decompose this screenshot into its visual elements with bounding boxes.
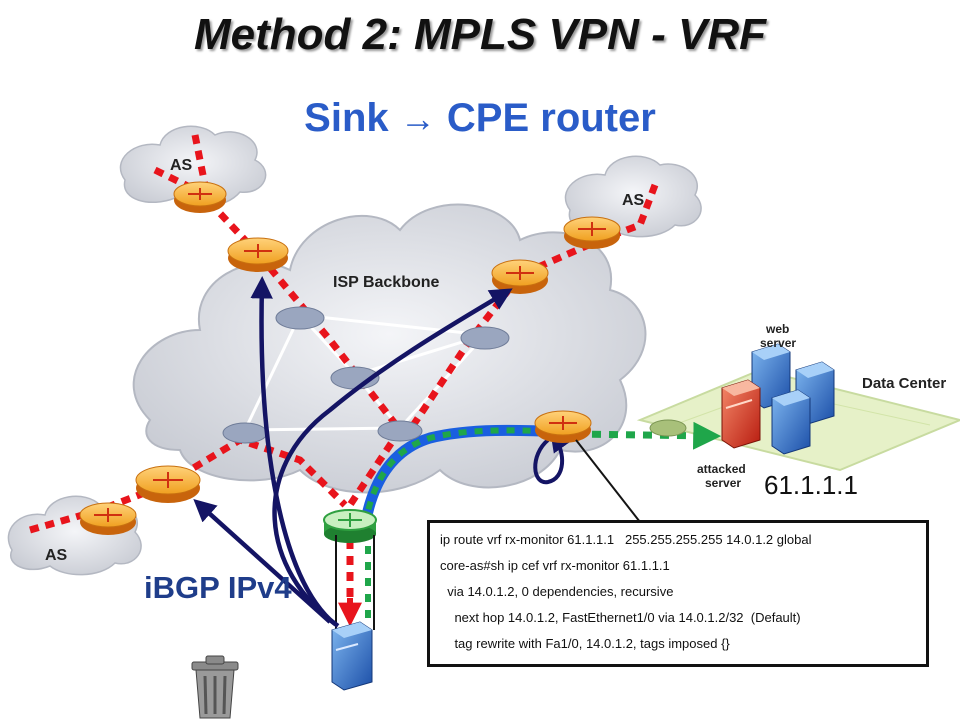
as-label-bottom-left: AS xyxy=(45,547,68,564)
green-to-server-path xyxy=(574,421,722,450)
page-title: Method 2: MPLS VPN - VRF xyxy=(194,10,766,59)
ibgp-arrows xyxy=(193,276,513,628)
callout-pointer-line xyxy=(575,439,641,523)
router-icon xyxy=(79,502,137,535)
cli-line: ip route vrf rx-monitor 61.1.1.1 255.255… xyxy=(440,532,812,547)
router-icon xyxy=(491,259,549,294)
subtitle-sink: Sink xyxy=(304,96,389,140)
web-server-label-line2: server xyxy=(760,336,796,350)
cli-line: tag rewrite with Fa1/0, 14.0.1.2, tags i… xyxy=(440,636,730,651)
isp-backbone-label: ISP Backbone xyxy=(333,274,440,291)
edge-router-icon xyxy=(649,419,687,437)
attacked-server-label-line1: attacked xyxy=(697,462,746,476)
ip-address-label: 61.1.1.1 xyxy=(764,470,858,500)
green-sink-path xyxy=(362,427,566,526)
arrow-right-icon: → xyxy=(399,98,436,139)
attacked-server-icon xyxy=(721,379,761,449)
attacked-server-label-line2: server xyxy=(705,476,741,490)
subtitle-cpe-router: CPE router xyxy=(446,96,656,140)
cpe-router-icon xyxy=(534,410,592,443)
backbone-links xyxy=(243,313,487,432)
sink-router-icon xyxy=(323,509,377,543)
trash-can-icon xyxy=(191,655,239,719)
cli-line: next hop 14.0.1.2, FastEthernet1/0 via 1… xyxy=(440,610,801,625)
router-icon xyxy=(135,465,201,503)
router-icon xyxy=(173,181,227,213)
data-center-label: Data Center xyxy=(862,375,946,392)
cli-output-box: ip route vrf rx-monitor 61.1.1.1 255.255… xyxy=(427,520,929,667)
subtitle: Sink → CPE router xyxy=(0,96,960,141)
loop-arrow-icon xyxy=(533,431,571,485)
as-label-top-left: AS xyxy=(170,157,193,174)
cli-line: via 14.0.1.2, 0 dependencies, recursive xyxy=(440,584,674,599)
as-label-top-right: AS xyxy=(622,192,645,209)
sink-server-icon xyxy=(331,621,373,691)
cli-line: core-as#sh ip cef vrf rx-monitor 61.1.1.… xyxy=(440,558,670,573)
web-server-icon xyxy=(771,389,811,455)
ibgp-label: iBGP IPv4 xyxy=(144,570,292,605)
router-icon xyxy=(227,237,289,272)
web-server-label-line1: web xyxy=(765,322,789,336)
router-icon xyxy=(563,216,621,249)
